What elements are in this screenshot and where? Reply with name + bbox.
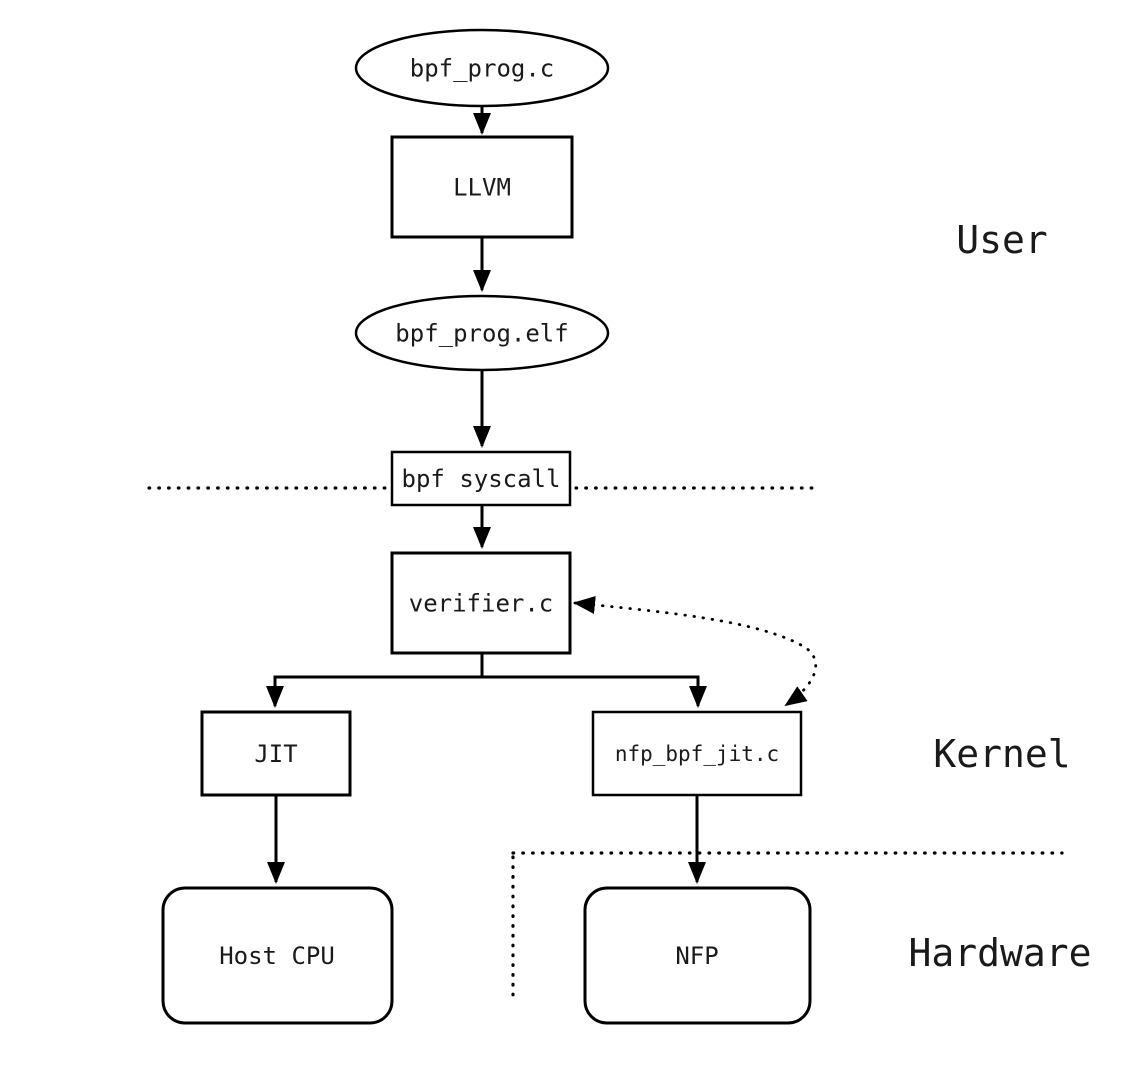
kernel-layer-label: Kernel bbox=[933, 732, 1070, 776]
jit-label: JIT bbox=[254, 740, 297, 768]
node-jit: JIT bbox=[200, 710, 352, 797]
node-nfp-bpf-jit-c: nfp_bpf_jit.c bbox=[591, 710, 803, 797]
verifier-c-box bbox=[390, 551, 572, 655]
llvm-box bbox=[390, 135, 574, 239]
node-bpf-prog-c: bpf_prog.c bbox=[354, 28, 610, 108]
bpf-syscall-label: bpf syscall bbox=[402, 465, 561, 493]
node-bpf-prog-elf: bpf_prog.elf bbox=[354, 294, 610, 372]
node-nfp: NFP bbox=[583, 886, 812, 1025]
layer-labels: User Kernel Hardware bbox=[908, 218, 1091, 975]
bpf-prog-c-label: bpf_prog.c bbox=[410, 55, 555, 83]
jit-box bbox=[200, 710, 352, 797]
nfp-bpf-jit-c-label: nfp_bpf_jit.c bbox=[615, 742, 779, 766]
llvm-label: LLVM bbox=[453, 174, 511, 202]
host-cpu-box bbox=[161, 886, 394, 1025]
bpf-prog-elf-label: bpf_prog.elf bbox=[395, 320, 568, 348]
hardware-layer-label: Hardware bbox=[908, 931, 1091, 975]
bpf-prog-elf-ellipse bbox=[354, 294, 610, 372]
node-host-cpu: Host CPU bbox=[161, 886, 394, 1025]
bpf-syscall-box bbox=[390, 450, 572, 507]
nodes: bpf_prog.c LLVM bpf_prog.elf bpf syscall… bbox=[161, 28, 812, 1025]
nfp-box bbox=[583, 886, 812, 1025]
user-layer-label: User bbox=[956, 218, 1048, 262]
nfp-label: NFP bbox=[675, 942, 718, 970]
layer-separators bbox=[147, 486, 1064, 1005]
host-cpu-label: Host CPU bbox=[219, 942, 335, 970]
edge-dotted-verifier-nfpbpfjit bbox=[573, 596, 817, 707]
verifier-c-label: verifier.c bbox=[409, 590, 554, 618]
nfp-bpf-jit-c-box bbox=[591, 710, 803, 797]
node-bpf-syscall: bpf syscall bbox=[390, 450, 572, 507]
node-verifier-c: verifier.c bbox=[390, 551, 572, 655]
node-llvm: LLVM bbox=[390, 135, 574, 239]
bpf-prog-c-ellipse bbox=[354, 28, 610, 108]
